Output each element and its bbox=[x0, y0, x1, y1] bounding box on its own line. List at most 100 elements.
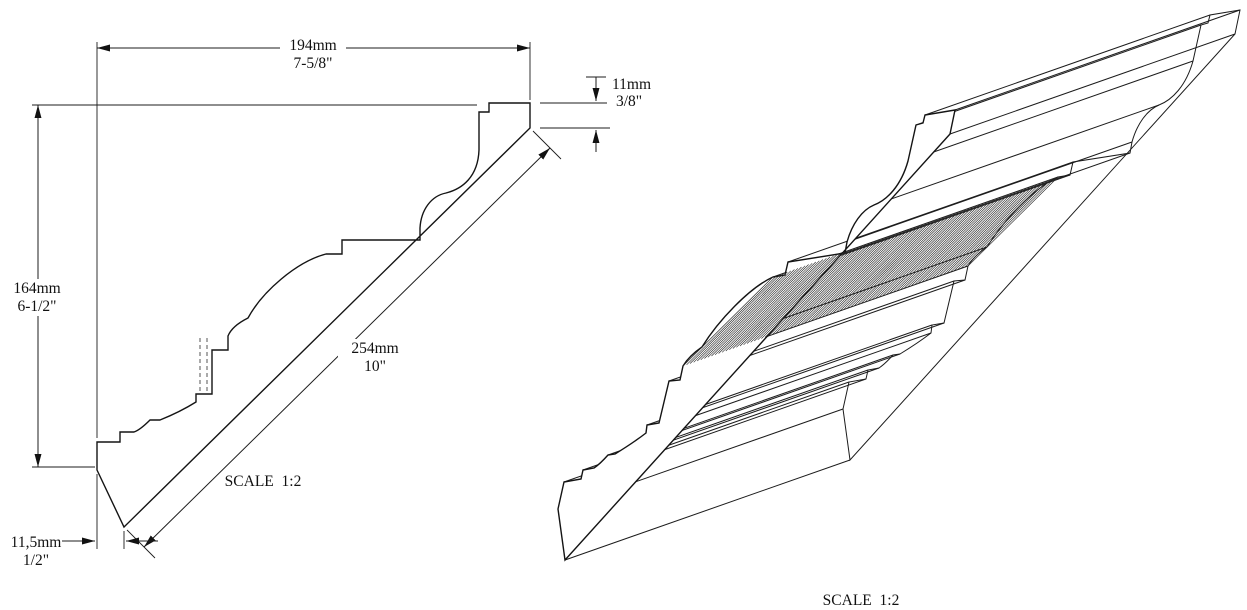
label-mask bbox=[338, 339, 412, 376]
flute-line bbox=[878, 208, 970, 298]
flute-line bbox=[750, 253, 841, 343]
flute-line bbox=[828, 225, 920, 316]
fluted-band bbox=[682, 176, 1059, 367]
flute-line bbox=[921, 193, 1012, 283]
flute-line bbox=[721, 263, 813, 353]
flute-line bbox=[960, 179, 1052, 269]
flute-line bbox=[697, 271, 788, 362]
flute-line bbox=[857, 215, 948, 306]
molding-profile-outline bbox=[96, 102, 531, 529]
flute-line bbox=[764, 248, 856, 338]
extension-lines bbox=[32, 42, 658, 559]
dim-width-mm-label: 194mm bbox=[289, 37, 336, 54]
flute-line bbox=[718, 264, 809, 354]
flute-line bbox=[743, 255, 834, 346]
flute-line bbox=[957, 180, 1048, 271]
extrusion-edge bbox=[907, 60, 1194, 162]
flute-line bbox=[682, 276, 774, 367]
label-mask bbox=[607, 77, 659, 107]
flute-line bbox=[935, 188, 1027, 278]
dimension-top-edge: 11mm 3/8" bbox=[586, 76, 659, 152]
flute-line bbox=[868, 211, 959, 302]
dim-width-inches-label: 7-5/8" bbox=[293, 55, 332, 72]
flute-line bbox=[757, 250, 849, 341]
flute-line bbox=[771, 245, 863, 336]
flute-line bbox=[707, 268, 799, 358]
flute-line bbox=[907, 198, 998, 288]
flute-line bbox=[811, 231, 902, 322]
dim-height-mm-label: 164mm bbox=[13, 280, 60, 297]
flute-line bbox=[754, 251, 845, 342]
flute-line bbox=[825, 226, 916, 317]
flute-line bbox=[892, 203, 984, 293]
scale-label-2d: SCALE 1:2 bbox=[225, 473, 302, 490]
flute-line bbox=[729, 260, 820, 351]
flute-line bbox=[778, 243, 870, 333]
dimension-width: 194mm 7-5/8" bbox=[97, 36, 530, 72]
label-mask bbox=[4, 279, 70, 316]
flute-line bbox=[860, 214, 952, 304]
extrusion-edge bbox=[787, 161, 1074, 263]
flute-line bbox=[864, 213, 955, 303]
flute-line bbox=[814, 230, 906, 321]
profile-3d-view: SCALE 1:2 bbox=[557, 9, 1241, 609]
scale-label-3d: SCALE 1:2 bbox=[823, 592, 900, 609]
flute-line bbox=[768, 246, 859, 337]
dim-bottom-edge-inches-label: 1/2" bbox=[23, 552, 49, 569]
flute-line bbox=[689, 274, 781, 364]
flute-line bbox=[711, 266, 802, 357]
flute-line bbox=[875, 209, 966, 299]
flute-line bbox=[800, 235, 891, 326]
profile-2d-view: 194mm 7-5/8" 164mm 6-1/2" 254mm 10" 11mm… bbox=[4, 36, 659, 569]
flute-line bbox=[736, 258, 827, 348]
flute-line bbox=[900, 200, 991, 291]
flute-line bbox=[889, 204, 980, 294]
flute-line bbox=[803, 234, 895, 324]
flute-line bbox=[793, 238, 884, 328]
flute-line bbox=[910, 196, 1002, 287]
flute-line bbox=[700, 270, 792, 361]
flute-line bbox=[807, 233, 898, 323]
dim-bottom-edge-mm-label: 11,5mm bbox=[11, 534, 62, 551]
flute-line bbox=[932, 189, 1023, 279]
flute-line bbox=[746, 254, 838, 344]
flute-line bbox=[846, 219, 938, 309]
flute-line bbox=[818, 229, 909, 319]
flute-line bbox=[782, 241, 874, 332]
flute-line bbox=[885, 205, 977, 296]
extrusion-edge bbox=[924, 14, 1211, 116]
flute-line bbox=[939, 186, 1030, 277]
flute-line bbox=[789, 239, 881, 329]
flute-line bbox=[853, 216, 945, 307]
dimension-diagonal: 254mm 10" bbox=[143, 147, 551, 548]
dim-top-edge-mm-label: 11mm bbox=[612, 76, 651, 93]
extrusion-edge bbox=[954, 9, 1241, 111]
dim-diagonal-mm-label: 254mm bbox=[351, 340, 398, 357]
flute-line bbox=[786, 240, 877, 331]
flute-line bbox=[821, 228, 913, 318]
flute-line bbox=[953, 181, 1045, 272]
flute-line bbox=[704, 269, 795, 359]
flute-line bbox=[835, 223, 927, 313]
dim-diagonal-inches-label: 10" bbox=[364, 358, 386, 375]
flute-line bbox=[942, 185, 1034, 276]
flute-line bbox=[686, 275, 777, 366]
extrusion-edges bbox=[557, 9, 1241, 561]
flute-line bbox=[871, 210, 963, 301]
dim-top-edge-inches-label: 3/8" bbox=[616, 93, 642, 110]
dimension-bottom-edge: 11,5mm 1/2" bbox=[11, 534, 158, 569]
flute-line bbox=[896, 201, 988, 292]
flute-line bbox=[843, 220, 934, 311]
flute-line bbox=[946, 184, 1037, 274]
flute-line bbox=[917, 194, 1009, 284]
flute-line bbox=[967, 176, 1059, 267]
dim-height-inches-label: 6-1/2" bbox=[17, 298, 56, 315]
flute-line bbox=[725, 261, 817, 352]
label-mask bbox=[280, 36, 346, 72]
flute-line bbox=[964, 178, 1055, 268]
flute-line bbox=[761, 249, 852, 339]
flute-line bbox=[925, 191, 1016, 282]
extrusion-edge bbox=[658, 322, 945, 424]
extrusion-edge bbox=[873, 104, 1160, 206]
